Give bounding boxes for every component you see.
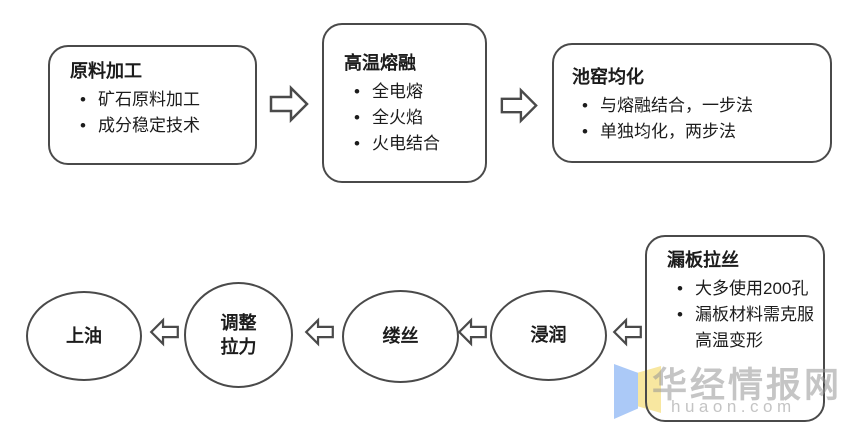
step-label: 上油 <box>66 325 102 346</box>
flow-arrow-right-icon <box>499 87 539 124</box>
flow-arrow-left-icon <box>304 314 335 350</box>
bullet-list: 矿石原料加工 成分稳定技术 <box>70 87 247 140</box>
watermark-domain-text: huaon.com <box>671 397 796 416</box>
watermark-logo-yellow-icon <box>638 366 661 413</box>
flow-arrow-left-icon <box>149 314 180 350</box>
box-title: 漏板拉丝 <box>667 250 739 270</box>
flow-box-melting: 高温熔融 全电熔 全火焰 火电结合 <box>322 23 487 183</box>
flow-arrow-left-icon <box>457 314 488 350</box>
flow-step-oiling: 上油 <box>26 291 142 381</box>
bullet-item: 与熔融结合，一步法 <box>582 93 822 120</box>
step-label: 调整拉力 <box>220 312 257 357</box>
bullet-item: 全火焰 <box>354 105 479 132</box>
box-title: 高温熔融 <box>344 53 416 73</box>
flow-step-soaking: 浸润 <box>490 290 607 381</box>
flow-box-homogenization: 池窑均化 与熔融结合，一步法 单独均化，两步法 <box>552 43 832 163</box>
flow-arrow-left-icon <box>612 314 643 350</box>
box-title: 原料加工 <box>70 61 142 81</box>
bullet-list: 大多使用200孔 漏板材料需克服高温变形 <box>667 276 817 355</box>
bullet-item: 单独均化，两步法 <box>582 119 822 146</box>
bullet-item: 成分稳定技术 <box>80 113 247 140</box>
flow-box-raw-material: 原料加工 矿石原料加工 成分稳定技术 <box>48 45 257 165</box>
watermark-logo-blue-icon <box>614 364 638 419</box>
flow-arrow-right-icon <box>268 85 310 123</box>
flow-box-bushing-drawing: 漏板拉丝 大多使用200孔 漏板材料需克服高温变形 <box>645 235 825 422</box>
step-label: 浸润 <box>530 325 567 346</box>
bullet-list: 全电熔 全火焰 火电结合 <box>344 79 479 158</box>
flow-step-tension-adjust: 调整拉力 <box>184 282 293 388</box>
watermark-brand-text: 华经情报网 <box>652 366 843 405</box>
bullet-list: 与熔融结合，一步法 单独均化，两步法 <box>572 93 822 146</box>
bullet-item: 矿石原料加工 <box>80 87 247 114</box>
bullet-item: 全电熔 <box>354 79 479 106</box>
flow-step-stranding: 缕丝 <box>342 290 459 383</box>
bullet-item: 漏板材料需克服高温变形 <box>677 302 817 355</box>
box-title: 池窑均化 <box>572 67 644 87</box>
step-label: 缕丝 <box>382 326 419 347</box>
bullet-item: 大多使用200孔 <box>677 276 817 303</box>
bullet-item: 火电结合 <box>354 131 479 158</box>
